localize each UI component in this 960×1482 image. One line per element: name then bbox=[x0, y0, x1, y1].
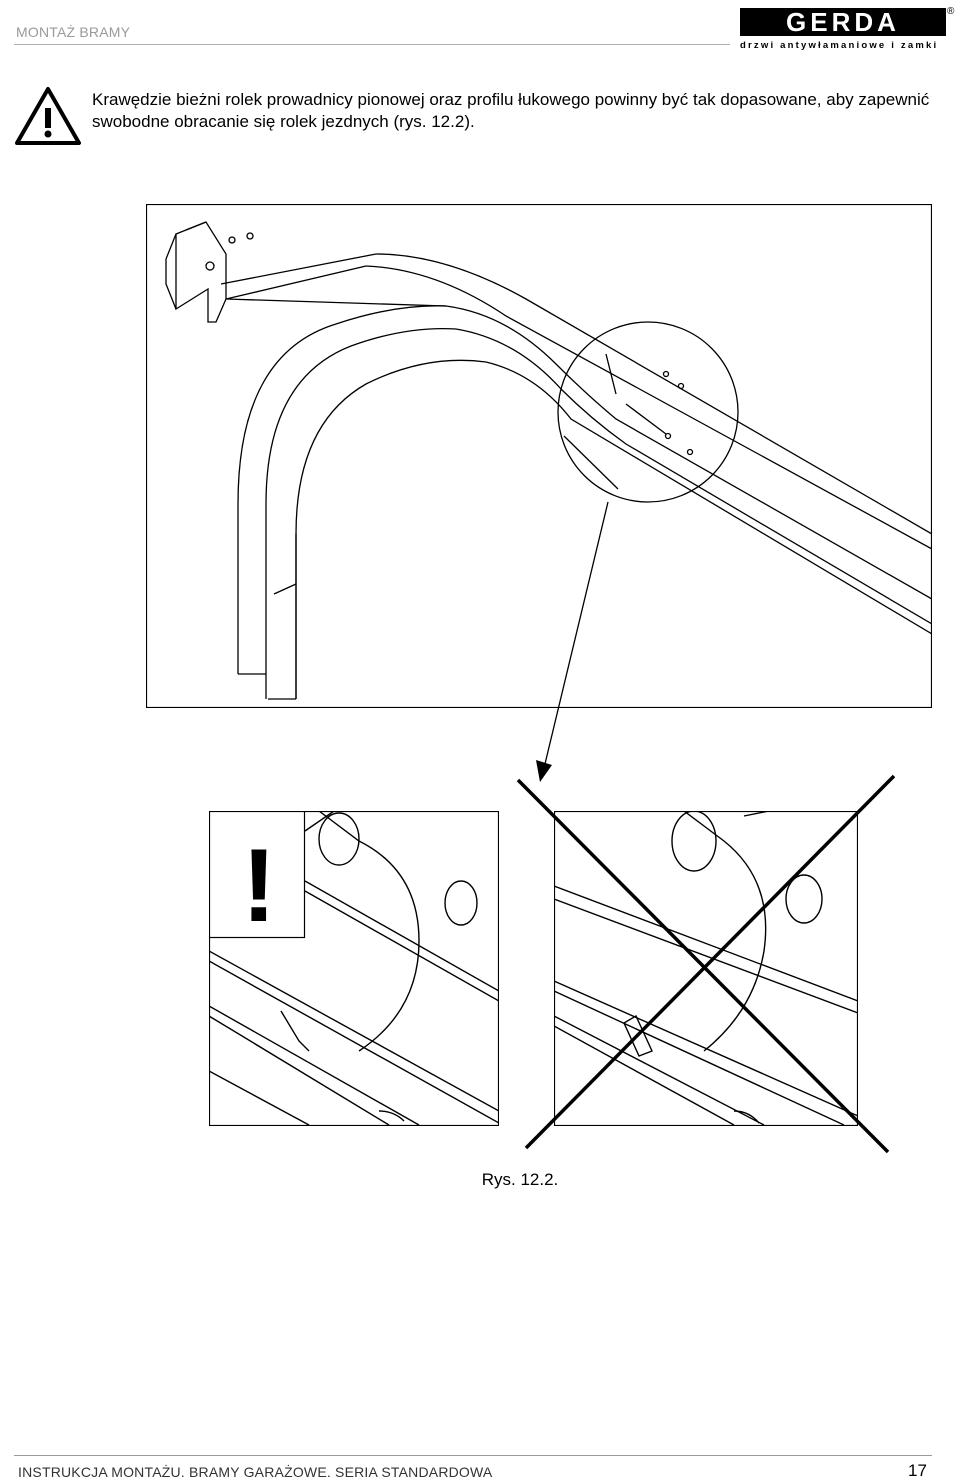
page-number: 17 bbox=[908, 1461, 927, 1480]
gerda-logo: GERDA ® drzwi antywłamaniowe i zamki bbox=[740, 6, 955, 51]
curved-track-drawing bbox=[146, 204, 932, 708]
correct-fit-marker: ! bbox=[242, 828, 277, 944]
header-divider bbox=[14, 44, 730, 45]
logo-registered-mark: ® bbox=[947, 6, 955, 17]
footer-title: INSTRUKCJA MONTAŻU. BRAMY GARAŻOWE. SERI… bbox=[18, 1464, 493, 1480]
warning-triangle-icon bbox=[15, 87, 81, 145]
warning-text: Krawędzie bieżni rolek prowadnicy pionow… bbox=[92, 90, 930, 131]
figure-caption: Rys. 12.2. bbox=[481, 1170, 559, 1189]
logo-tagline: drzwi antywłamaniowe i zamki bbox=[740, 40, 938, 51]
header-section-title: MONTAŻ BRAMY bbox=[16, 24, 131, 40]
detail-correct-fit: ! bbox=[209, 811, 499, 1126]
logo-brand-text: GERDA bbox=[786, 7, 900, 37]
footer-divider bbox=[14, 1455, 932, 1456]
incorrect-cross-mark bbox=[516, 774, 896, 1154]
zoom-arrow bbox=[536, 501, 609, 782]
